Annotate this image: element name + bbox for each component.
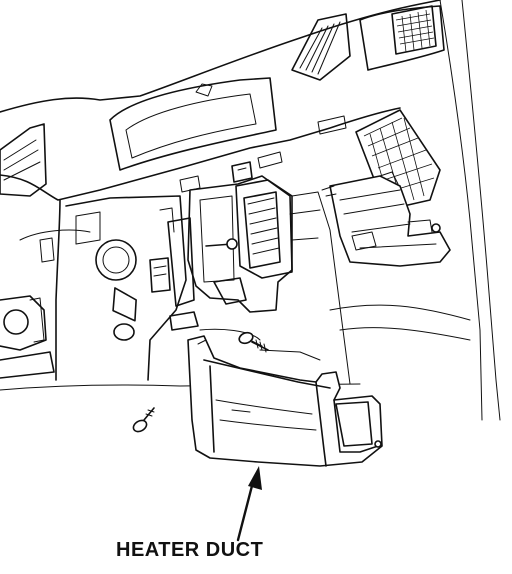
heater-duct-label: HEATER DUCT bbox=[116, 539, 264, 561]
center-air-vent bbox=[291, 13, 351, 81]
heater-unit bbox=[159, 161, 321, 313]
dashboard-outline bbox=[0, 0, 501, 421]
control-module bbox=[321, 171, 451, 267]
cluster-opening bbox=[109, 77, 277, 171]
floor-panel bbox=[199, 191, 471, 385]
heater-duct bbox=[187, 335, 383, 467]
callout-arrow bbox=[236, 466, 262, 542]
center-console bbox=[65, 195, 199, 381]
dash-grille bbox=[391, 5, 437, 55]
left-air-vent bbox=[0, 123, 47, 197]
screw-left bbox=[132, 407, 155, 433]
screw-upper bbox=[238, 331, 269, 353]
left-lower-components bbox=[0, 237, 55, 379]
